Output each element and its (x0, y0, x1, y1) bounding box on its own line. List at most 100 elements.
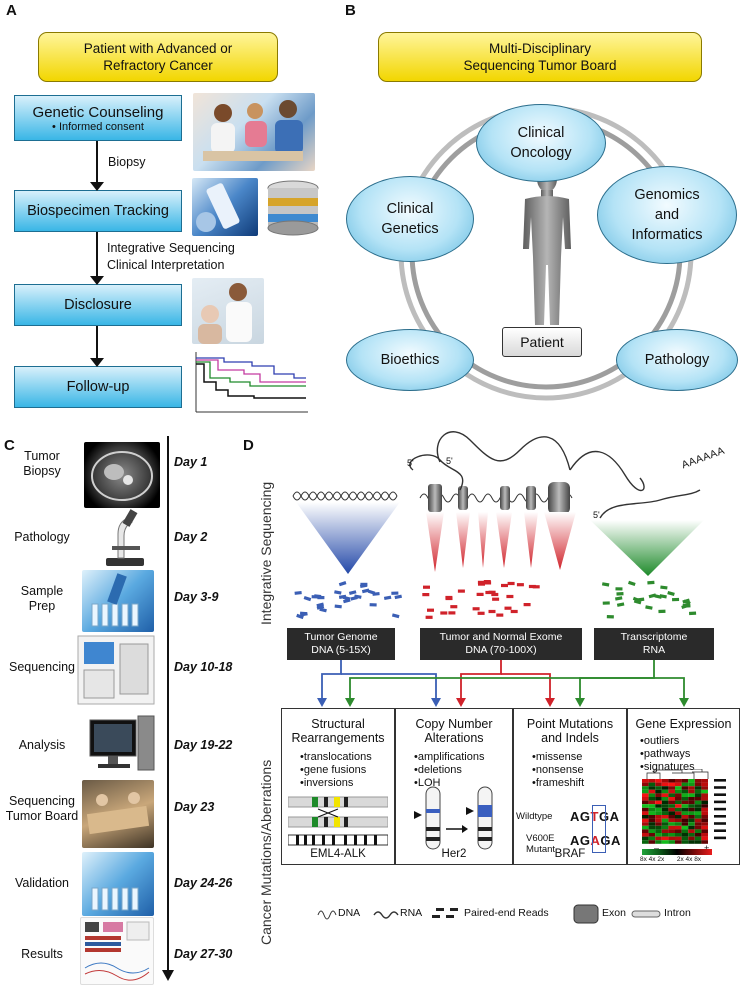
exome-line1: Tumor and Normal Exome (439, 631, 563, 643)
timeline-step-label: Analysis (0, 738, 84, 753)
scale-labels: 8x 4x 2x 2x 4x 8x (640, 856, 702, 863)
heatmap-cell (701, 840, 708, 844)
heatmap-cell (675, 786, 682, 790)
patient-header-line1: Patient with Advanced or (83, 41, 233, 56)
heatmap-cell (661, 836, 669, 841)
heatmap-cell (648, 800, 656, 805)
heatmap-cell (681, 818, 689, 823)
legend-dna-label: DNA (338, 907, 361, 919)
heatmap-cell (642, 833, 649, 837)
timeline-day-label: Day 23 (174, 800, 215, 814)
heatmap-cell (661, 786, 669, 790)
heatmap-cell (681, 829, 689, 833)
heatmap-cell (701, 811, 708, 815)
heatmap-annotation-bar (714, 829, 726, 832)
rna-curve-2 (436, 431, 571, 471)
read-mark (367, 589, 376, 595)
heatmap-cell (648, 779, 656, 783)
heatmap-cell (701, 789, 708, 794)
read-mark (637, 597, 645, 602)
heatmap-cell (694, 815, 702, 819)
heatmap-cell (648, 840, 656, 844)
tumor-genome-line2: DNA (5-15X) (311, 644, 371, 656)
heatmap-cell (642, 825, 649, 830)
mutant-line1: V600E (526, 833, 555, 844)
read-mark (601, 582, 610, 587)
heatmap-cell (661, 829, 669, 833)
heatmap-cell (655, 829, 662, 833)
heatmap-cell (688, 807, 695, 812)
heatmap-cell (688, 797, 695, 801)
heatmap-cell (688, 800, 695, 805)
heatmap-cell (642, 804, 649, 808)
heatmap-cell (642, 836, 649, 841)
wildtype-seq-b: T (590, 809, 599, 824)
mutant-seq-a: AG (570, 833, 591, 848)
transcriptome-funnel (590, 520, 704, 576)
heatmap-cell (694, 779, 702, 783)
structural-item: •inversions (300, 777, 354, 789)
prime5-label-2: 5' (446, 456, 453, 466)
heatmap-cell (648, 797, 656, 801)
integrative-line1: Integrative Sequencing (107, 241, 235, 255)
heatmap-annotation-bar (714, 836, 726, 840)
heatmap-cell (655, 840, 662, 844)
rna-curve-4 (599, 489, 701, 519)
read-mark (615, 596, 623, 601)
read-mark (682, 598, 690, 604)
read-mark (532, 585, 540, 589)
read-mark (606, 615, 614, 619)
heatmap-cell (675, 815, 682, 819)
heatmap-cell (668, 789, 675, 794)
legend-rna-icon (373, 911, 399, 919)
heatmap-cell (694, 807, 702, 812)
timeline-step-label: Sequencing (0, 660, 84, 675)
heatmap-cell (642, 822, 649, 826)
heatmap-cell (648, 818, 656, 823)
point-item: •missense (532, 751, 583, 763)
patient-header-box: Patient with Advanced or Refractory Canc… (38, 32, 278, 82)
heatmap-cell (675, 829, 682, 833)
read-mark (689, 611, 697, 616)
heatmap-cell (648, 782, 656, 787)
heatmap-cell (681, 833, 689, 837)
sample-prep-photo (82, 570, 154, 632)
heatmap-cell (655, 807, 662, 812)
heatmap-cell (642, 811, 649, 815)
paired-end-reads (294, 580, 697, 620)
copy-number-item: •LOH (414, 777, 441, 789)
exon-4 (526, 486, 536, 510)
copy-number-title2: Alterations (424, 731, 484, 745)
point-item: •frameshift (532, 777, 585, 789)
heatmap-cell (655, 833, 662, 837)
heatmap-cell (701, 829, 708, 833)
heatmap-cell (675, 779, 682, 783)
copy-number-item: •amplifications (414, 751, 485, 763)
scale-plus: + (704, 843, 710, 853)
genomics-line2: and (654, 207, 680, 223)
heatmap-cell (694, 797, 702, 801)
read-mark (648, 593, 657, 599)
heatmap-cell (668, 822, 675, 826)
read-mark (422, 593, 430, 597)
exome-spike-6 (544, 512, 576, 570)
tumor-board-header-box: Multi-Disciplinary Sequencing Tumor Boar… (378, 32, 702, 82)
heatmap-cell (681, 797, 689, 801)
heatmap-cell (688, 825, 695, 830)
timeline-step-line2: Tumor Board (5, 809, 79, 823)
timeline-day-label: Day 3-9 (174, 590, 219, 604)
read-mark (501, 583, 508, 588)
read-mark (338, 594, 347, 599)
heatmap-cell (648, 829, 656, 833)
expression-item: •pathways (640, 748, 691, 760)
followup-label: Follow-up (66, 379, 130, 395)
read-mark (528, 584, 536, 589)
structural-title1: Structural (311, 717, 365, 731)
heatmap-cell (642, 807, 649, 812)
heatmap-cell (668, 807, 675, 812)
heatmap-cell (701, 822, 708, 826)
